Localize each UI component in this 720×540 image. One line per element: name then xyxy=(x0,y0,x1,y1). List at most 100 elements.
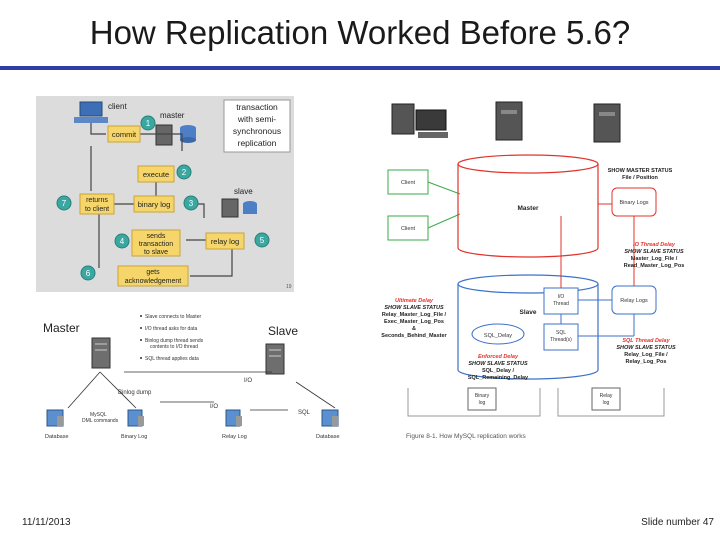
sql-show-3: Relay_Log_Pos xyxy=(626,359,667,365)
slave-heading: Slave xyxy=(268,324,298,338)
commit-label: commit xyxy=(112,130,137,139)
note-line-2: with semi- xyxy=(237,114,276,124)
slide-number: Slide number 47 xyxy=(641,517,714,528)
binary-log-label: binary log xyxy=(138,200,171,209)
sql-thread-line-2: Thread(s) xyxy=(550,337,572,343)
client-label: client xyxy=(108,102,127,111)
io-show-slave-3: Read_Master_Log_Pos xyxy=(624,263,685,269)
enforced-show-2: SQL_Delay / xyxy=(482,368,515,374)
database-left-icon xyxy=(46,409,64,427)
step-markers xyxy=(56,115,270,281)
sql-show-1: SHOW SLAVE STATUS xyxy=(616,345,676,351)
execute-label: execute xyxy=(143,170,169,179)
step-1: 1 xyxy=(146,119,151,128)
binary-logs-label: Binary Logs xyxy=(619,200,648,206)
binary-log-label: Binary Log xyxy=(121,434,147,440)
client-box-2: Client xyxy=(401,226,416,232)
io-mid-label: I/O xyxy=(210,404,218,410)
master-server-icon xyxy=(495,101,523,141)
io-thread-line-1: I/O xyxy=(558,294,565,300)
bullet-4: SQL thread applies data xyxy=(145,356,199,362)
database-left-label: Database xyxy=(45,434,69,440)
master-db-label: Master xyxy=(518,205,539,212)
relay-log-line-2: log xyxy=(603,400,610,406)
enforced-show-1: SHOW SLAVE STATUS xyxy=(468,361,528,367)
sends-line-3: to slave xyxy=(144,249,168,256)
relay-log-icon xyxy=(225,409,242,427)
io-show-slave-1: SHOW SLAVE STATUS xyxy=(624,249,684,255)
sql-thread-delay-label: SQL Thread Delay xyxy=(622,338,670,344)
database-right-label: Database xyxy=(316,434,340,440)
title-divider xyxy=(0,66,720,70)
file-position: File / Position xyxy=(622,175,658,181)
ultimate-show-1: SHOW SLAVE STATUS xyxy=(384,305,444,311)
workstation-icon xyxy=(391,103,448,138)
mysql-label: MySQL xyxy=(90,412,107,418)
footer-date: 11/11/2013 xyxy=(22,517,71,528)
note-line-3: synchronous xyxy=(233,126,281,136)
ultimate-show-2: Relay_Master_Log_File / xyxy=(382,312,447,318)
master-heading: Master xyxy=(43,321,80,335)
step-5: 5 xyxy=(260,236,265,245)
figure-caption: Figure 8-1. How MySQL replication works xyxy=(406,433,526,440)
master-database xyxy=(457,154,599,258)
master-label: master xyxy=(160,111,185,120)
master-slave-diagram: Master Slave Slave connects to Master I/… xyxy=(43,314,340,440)
bullet-2: I/O thread asks for data xyxy=(145,326,197,332)
sends-line-1: sends xyxy=(147,233,166,240)
bin-log-line-1: Binary xyxy=(475,393,490,399)
ultimate-delay-label: Ultimate Delay xyxy=(395,298,434,304)
slave-server-icon xyxy=(593,103,621,143)
dml-label: DML commands xyxy=(82,418,119,424)
gets-ack-box xyxy=(117,265,189,287)
enforced-delay-label: Enforced Delay xyxy=(478,354,519,360)
master-server-icon xyxy=(91,337,111,369)
slave-db-label: Slave xyxy=(520,309,537,316)
step-4: 4 xyxy=(120,237,125,246)
returns-line-1: returns xyxy=(86,197,108,204)
semi-sync-diagram: client master transaction with semi- syn… xyxy=(36,96,294,292)
io-top-label: I/O xyxy=(244,378,252,384)
commit-box xyxy=(107,125,141,143)
note-line-4: replication xyxy=(238,138,277,148)
ultimate-show-5: Seconds_Behind_Master xyxy=(381,333,447,339)
gets-ack-line-2: acknowledgement xyxy=(125,278,181,285)
binary-log-icon xyxy=(127,409,144,427)
slave-label: slave xyxy=(234,187,253,196)
sends-line-2: transaction xyxy=(139,241,173,248)
slave-server-icon xyxy=(265,343,285,375)
show-master-status: SHOW MASTER STATUS xyxy=(608,168,673,174)
step-6: 6 xyxy=(86,269,91,278)
execute-box xyxy=(137,165,175,183)
corner-number: 19 xyxy=(286,284,292,290)
ultimate-show-3: Exec_Master_Log_Pos xyxy=(384,319,444,325)
step-2: 2 xyxy=(182,168,187,177)
enforced-show-3: SQL_Remaining_Delay xyxy=(468,375,529,381)
relay-log-label: relay log xyxy=(211,237,239,246)
relay-log-box xyxy=(205,232,245,250)
ultimate-show-4: & xyxy=(412,326,416,332)
binlog-dump-label: Binlog dump xyxy=(118,390,152,396)
io-thread-line-2: Thread xyxy=(553,301,569,307)
sends-box xyxy=(131,229,181,257)
bullet-3b: contents to I/O thread xyxy=(150,344,198,350)
note-line-1: transaction xyxy=(236,102,278,112)
sql-show-2: Relay_Log_File / xyxy=(624,352,668,358)
slide-title: How Replication Worked Before 5.6? xyxy=(89,14,631,51)
sql-thread-line-1: SQL xyxy=(556,330,566,336)
client-box-1: Client xyxy=(401,180,416,186)
binary-log-box xyxy=(133,195,175,213)
slave-server-icon xyxy=(221,198,257,218)
slave-database xyxy=(457,274,599,380)
returns-line-2: to client xyxy=(85,206,109,213)
database-right-icon xyxy=(321,409,339,427)
relay-logs-label: Relay Logs xyxy=(620,298,648,304)
returns-box xyxy=(79,193,115,215)
bin-log-line-2: log xyxy=(479,400,486,406)
step-3: 3 xyxy=(189,199,194,208)
client-computer-icon xyxy=(74,101,108,123)
io-thread-delay-label: IO Thread Delay xyxy=(633,242,676,248)
replication-delay-diagram: Client Client Master Binary Logs SHOW MA… xyxy=(381,101,685,440)
relay-log-line-1: Relay xyxy=(600,393,613,399)
step-7: 7 xyxy=(62,199,67,208)
